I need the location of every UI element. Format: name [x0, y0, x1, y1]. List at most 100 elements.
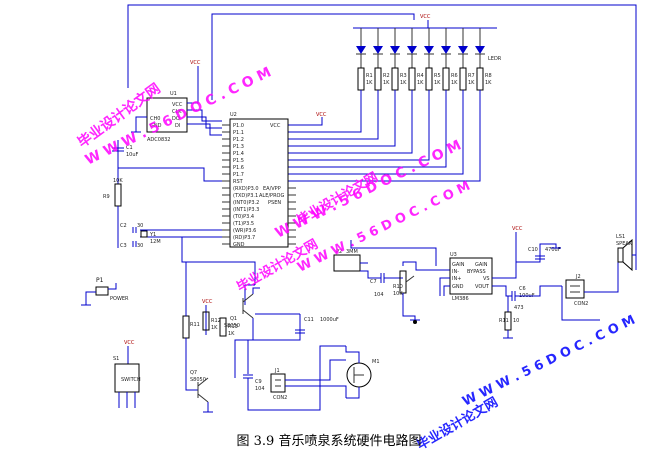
r13-label: R13: [228, 324, 238, 330]
r5-value: 1K: [434, 80, 441, 86]
r11b-label: R11: [499, 318, 509, 324]
c3-value: 30: [137, 243, 143, 249]
watermarks: W W W . 5 6 D O C . C O M 毕业设计论文网 W W W …: [74, 64, 637, 453]
lm-pin-vs: VS: [483, 276, 490, 282]
r10-label: R10: [393, 284, 403, 290]
vcc-label-mcu: VCC: [316, 112, 327, 118]
mcu-pin-p12: P1.2: [233, 137, 244, 143]
top-bus-wires: VCC: [127, 4, 637, 270]
mcu-pin-p14: P1.4: [233, 151, 244, 157]
led-3: [390, 28, 400, 68]
r9-label: R9: [103, 194, 110, 200]
audio-input: P2 3MM C7 104 R10 10K: [333, 240, 450, 324]
r12-label: R12: [211, 318, 221, 324]
lm-pin-inm: IN-: [452, 269, 459, 275]
p0-bus-wires: VCC: [288, 90, 481, 182]
p2-value: 3MM: [346, 249, 358, 255]
power-switch: VCC S1 SWITCH: [113, 340, 141, 408]
c7-value: 104: [374, 292, 384, 298]
adc0832-chip: U1 VCC CLK CH0 GND DO DI ADC0832 VCC: [131, 60, 222, 143]
switch-label: SWITCH: [121, 377, 141, 383]
lm-pin-gnd: GND: [452, 284, 464, 290]
figure-caption: 图 3.9 音乐喷泉系统硬件电路图: [236, 434, 422, 449]
q1-label: Q1: [230, 316, 237, 322]
c2-label: C2: [120, 223, 127, 229]
mcu-pin-p17: P1.7: [233, 172, 244, 178]
vcc-label-amp: VCC: [512, 226, 523, 232]
r7-value: 1K: [468, 80, 475, 86]
r1-value: 1K: [366, 80, 373, 86]
adc-pin-gnd: GND: [150, 123, 162, 129]
mcu-pin-rst: RST: [233, 179, 244, 185]
c11-label: C11: [304, 317, 314, 323]
c10-label: C10: [528, 247, 538, 253]
adc-ref: U1: [170, 91, 177, 97]
c7-label: C7: [370, 279, 377, 285]
mcu-pin-psen: PSEN: [268, 200, 281, 206]
motor: M1: [345, 346, 380, 399]
r3-value: 1K: [400, 80, 407, 86]
lm-pin-gain2: GAIN: [475, 262, 488, 268]
mcu-pin-vcc: VCC: [270, 123, 281, 129]
vcc-label-driver: VCC: [202, 299, 213, 305]
speaker-label: SPEAK: [616, 241, 633, 247]
adc-pin-di: DI: [175, 123, 180, 129]
r2-value: 1K: [383, 80, 390, 86]
led-5: [424, 28, 434, 68]
led-8: [475, 28, 485, 68]
r6-value: 1K: [451, 80, 458, 86]
mcu-pin-txd: (TXD)P3.1: [233, 193, 258, 199]
r3-label: R3: [400, 73, 407, 79]
mcu-pin-p15: P1.5: [233, 158, 244, 164]
vcc-label-switch: VCC: [124, 340, 135, 346]
mcu-pin-gnd: GND: [233, 242, 245, 248]
r11-label: R11: [190, 322, 200, 328]
motor-driver: VCC R12 1K R13 1K R11 Q7 S8050 Q1 S8050 …: [182, 262, 346, 413]
r4-label: R4: [417, 73, 424, 79]
lm-name: LM386: [452, 296, 469, 302]
mcu-chip: U2 P1.0 P1.1 P1.2 P1.3 P1.4 P1.5 P1.6 P1…: [222, 112, 296, 248]
vcc-label-top: VCC: [420, 14, 431, 20]
r7-label: R7: [468, 73, 475, 79]
r11b-value: 10: [513, 318, 519, 324]
mcu-pin-p16: P1.6: [233, 165, 244, 171]
c8-value: 473: [514, 305, 524, 311]
mcu-ref: U2: [230, 112, 237, 118]
p1-label: P1: [96, 277, 104, 284]
led-2: [373, 28, 383, 68]
r6-label: R6: [451, 73, 458, 79]
j1-connector: J1 CON2: [270, 359, 347, 401]
watermark-url-4: W W W . 5 6 D O C . C O M: [460, 313, 638, 410]
j2-con2: CON2: [574, 301, 588, 307]
mcu-pin-p10: P1.0: [233, 123, 244, 129]
mcu-pin-ale: ALE/PROG: [259, 193, 284, 199]
r1-label: R1: [366, 73, 373, 79]
watermark-url-3: W W W . 5 6 D O C . C O M: [295, 179, 473, 276]
r5-label: R5: [434, 73, 441, 79]
led-4: [407, 28, 417, 68]
q1-value: S8050: [224, 323, 240, 329]
r10-value: 10K: [393, 291, 403, 297]
mcu-pin-wr: (WR)P3.6: [233, 228, 256, 234]
reset-crystal-circuit: C1 10uF R9 10K Y1 12M C2 30 C3 30: [103, 140, 256, 285]
led-array: LEDR: [356, 28, 502, 68]
c11-value: 1000uF: [320, 317, 339, 323]
mcu-pin-p13: P1.3: [233, 144, 244, 150]
r12-value: 1K: [211, 325, 218, 331]
adc-pin-do: DO: [172, 116, 180, 122]
p2-label: P2: [336, 249, 342, 255]
mcu-right-pins: [288, 187, 296, 245]
y1-label: Y1: [149, 232, 156, 238]
lm-ref: U3: [450, 252, 457, 258]
mcu-pin-t0: (T0)P3.4: [233, 214, 254, 220]
j2-label: J2: [575, 274, 581, 280]
r8-label: R8: [485, 73, 492, 79]
j2-connector: J2 CON2: [561, 262, 619, 321]
c10-value: 470uF: [545, 247, 561, 253]
adc-name: ADC0832: [147, 137, 171, 143]
mcu-pin-ea: EA/VPP: [263, 186, 281, 192]
adc-pin-vcc: VCC: [172, 102, 183, 108]
c9-label: C9: [255, 379, 262, 385]
